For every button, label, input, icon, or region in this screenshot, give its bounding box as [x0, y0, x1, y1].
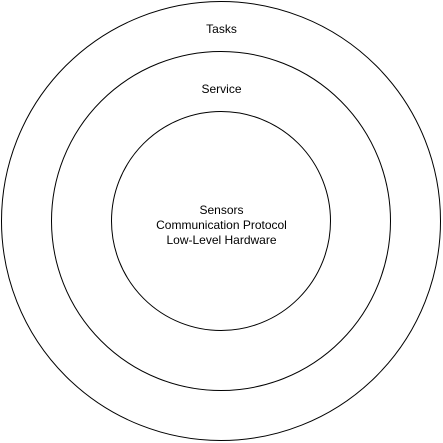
low-level-hardware-label: Low-Level Hardware — [166, 233, 277, 247]
inner-ring-core — [111, 111, 331, 331]
core-label-group: Sensors Communication Protocol Low-Level… — [0, 203, 443, 248]
service-label: Service — [201, 82, 242, 96]
middle-ring-service — [51, 51, 391, 391]
tasks-label: Tasks — [206, 22, 237, 36]
sensors-label: Sensors — [199, 203, 244, 217]
communication-protocol-label: Communication Protocol — [156, 218, 287, 232]
